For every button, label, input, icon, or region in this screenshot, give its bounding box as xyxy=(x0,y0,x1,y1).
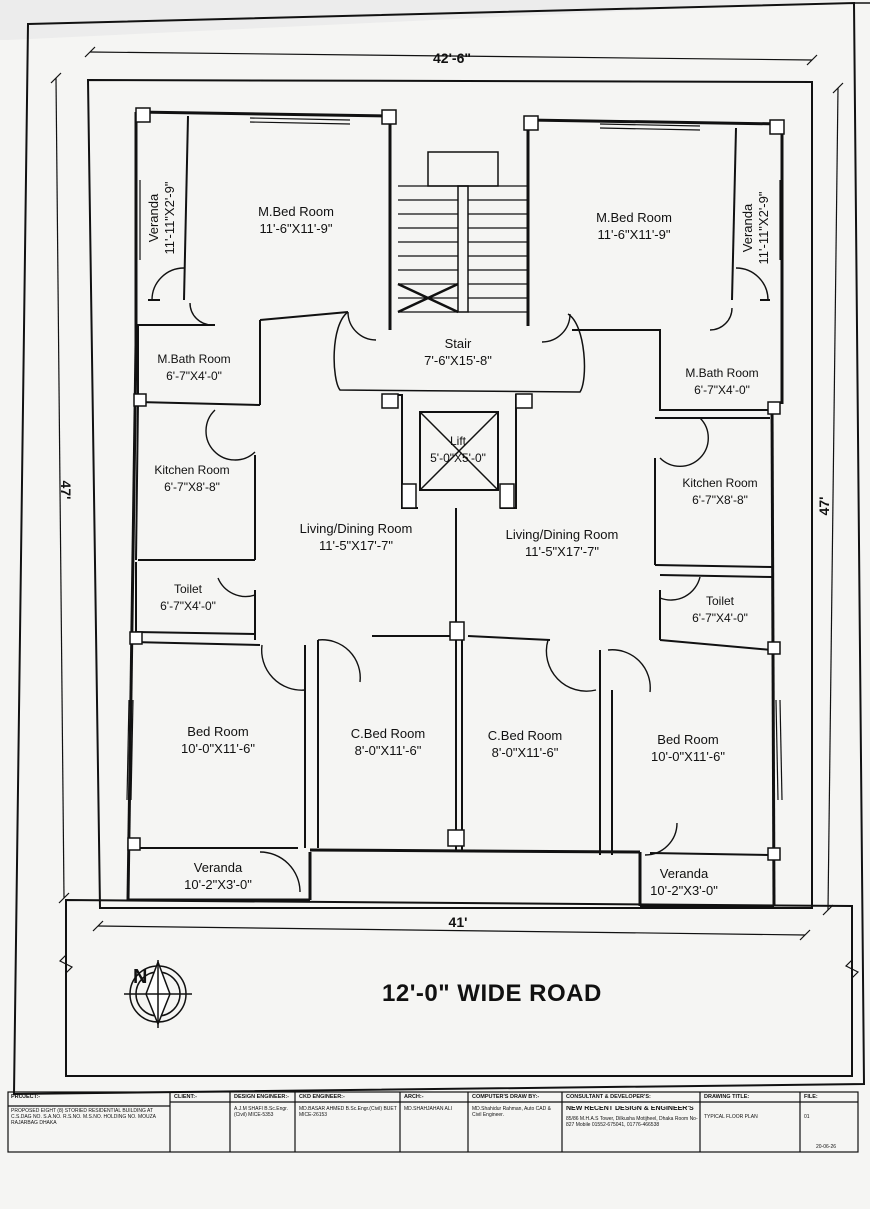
road-label: 12'-0" WIDE ROAD xyxy=(382,980,602,1007)
tb-draw-text: MD.Shahidur Rahman, Auto CAD & Civil Eng… xyxy=(472,1106,551,1118)
plot-boundary xyxy=(86,78,813,909)
left-dimension-line xyxy=(50,72,70,904)
tb-consultant-heading: CONSULTANT & DEVELOPER'S: xyxy=(566,1094,651,1100)
tb-consultant-name: NEW RECENT DESIGN & ENGINEER'S xyxy=(566,1106,694,1112)
tb-client-heading: CLIENT:- xyxy=(174,1094,197,1100)
tb-arch-heading: ARCH:- xyxy=(404,1094,424,1100)
top-width-label: 42'-6" xyxy=(433,50,471,66)
outer-border xyxy=(12,1,866,1096)
tb-project-text: PROPOSED EIGHT (8) STORIED RESIDENTIAL B… xyxy=(11,1108,156,1126)
staircase xyxy=(333,151,586,393)
tb-ckd-heading: CKD ENGINEER:- xyxy=(299,1094,345,1100)
north-arrow-compass xyxy=(124,959,192,1028)
windows xyxy=(126,117,783,801)
top-dimension-line xyxy=(84,46,818,66)
interior-walls xyxy=(131,115,773,856)
compass-north-letter: N xyxy=(133,966,148,988)
bottom-width-label: 41' xyxy=(448,914,468,930)
lift-shaft xyxy=(419,411,499,491)
bottom-dimension-line xyxy=(92,920,811,941)
tb-drawing-text: TYPICAL FLOOR PLAN xyxy=(704,1114,758,1120)
tb-draw-heading: COMPUTER'S DRAW BY:- xyxy=(472,1094,540,1100)
road-strip xyxy=(65,898,853,1077)
door-swings xyxy=(151,267,769,893)
tb-design-text: A.J.M SHAFI B.Sc.Engr.(Civil) MICE-5353 xyxy=(234,1106,288,1118)
tb-project-heading: PROJECT:- xyxy=(11,1094,41,1100)
tb-consultant-text: 85/86 M.H.A.S Tower, Dilkusha Motijheel,… xyxy=(566,1116,698,1128)
tb-drawing-heading: DRAWING TITLE: xyxy=(704,1094,750,1100)
title-block xyxy=(7,1091,859,1153)
right-depth-label: 47' xyxy=(816,496,832,516)
tb-file-heading: FILE: xyxy=(804,1094,818,1100)
columns xyxy=(127,107,785,861)
tb-date: 20-06-26 xyxy=(816,1144,837,1150)
tb-arch-text: MD.SHAHJAHAN ALI xyxy=(404,1106,453,1112)
tb-design-heading: DESIGN ENGINEER:- xyxy=(234,1094,290,1100)
left-depth-label: 47' xyxy=(58,480,74,500)
tb-file-no: 01 xyxy=(804,1114,810,1120)
tb-ckd-text: MD.BASAR AHMED B.Sc.Engr.(Civil) BUET MI… xyxy=(299,1106,397,1118)
